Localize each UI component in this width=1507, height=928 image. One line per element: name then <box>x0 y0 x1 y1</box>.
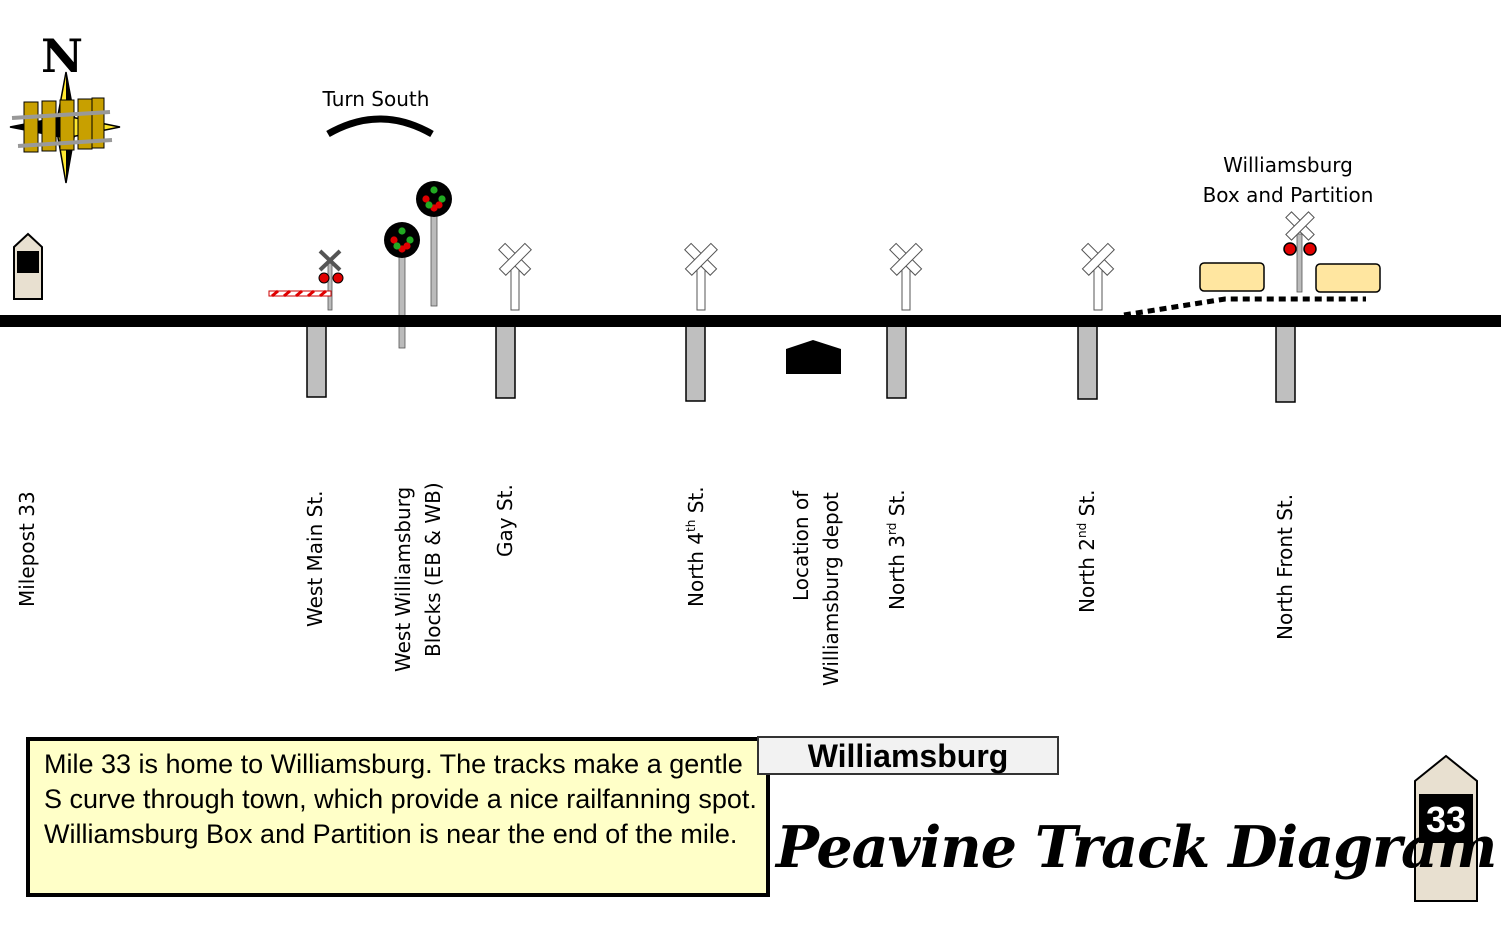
signal-icon <box>384 222 420 349</box>
crossbuck-icon <box>498 242 532 311</box>
crossing-flasher-icon <box>1283 211 1317 293</box>
mile-description: Mile 33 is home to Williamsburg. The tra… <box>26 737 770 897</box>
siding-track <box>1123 296 1366 318</box>
label-depot-line2: Williamsburg depot <box>819 492 843 686</box>
crossing-gate-icon <box>268 249 344 311</box>
mile-marker-number: 33 <box>1426 799 1466 840</box>
label-blocks-line2: Blocks (EB & WB) <box>421 482 445 657</box>
curve-arc <box>326 115 434 138</box>
label-north-4th: North 4th St. <box>684 486 708 607</box>
label-west-main: West Main St. <box>303 490 327 627</box>
road-north-4th <box>685 321 706 402</box>
crossbuck-icon <box>889 242 923 311</box>
interlocking-label-line1: Williamsburg <box>1223 153 1353 177</box>
label-gay: Gay St. <box>493 484 517 557</box>
crossbuck-icon <box>1081 242 1115 311</box>
label-depot-line1: Location of <box>789 490 813 601</box>
label-north-3rd: North 3rd St. <box>885 489 909 610</box>
road-north-3rd <box>886 321 907 399</box>
label-milepost: Milepost 33 <box>15 491 39 607</box>
road-north-2nd <box>1077 321 1098 400</box>
label-north-2nd: North 2nd St. <box>1075 489 1099 613</box>
milepost-marker-icon <box>13 232 43 300</box>
road-gay <box>495 321 516 399</box>
diagram-title: Peavine Track Diagram <box>776 814 1497 881</box>
crossbuck-icon <box>684 242 718 311</box>
interlocking-label-line2: Box and Partition <box>1203 183 1374 207</box>
curve-label: Turn South <box>322 87 430 111</box>
interlocking-box-west <box>1199 262 1265 292</box>
road-north-front <box>1275 321 1296 403</box>
interlocking-box-east <box>1315 263 1381 293</box>
compass-north-label: N <box>41 29 83 83</box>
mile-marker-post-icon <box>1414 754 1478 902</box>
compass-rose-icon <box>9 71 121 184</box>
town-name: Williamsburg <box>757 736 1059 775</box>
signal-icon <box>416 181 452 307</box>
label-blocks-line1: West Williamsburg <box>391 487 415 672</box>
depot-icon <box>786 340 841 374</box>
main-track <box>0 315 1501 327</box>
label-north-front: North Front St. <box>1273 494 1297 640</box>
road-west-main <box>306 321 327 398</box>
